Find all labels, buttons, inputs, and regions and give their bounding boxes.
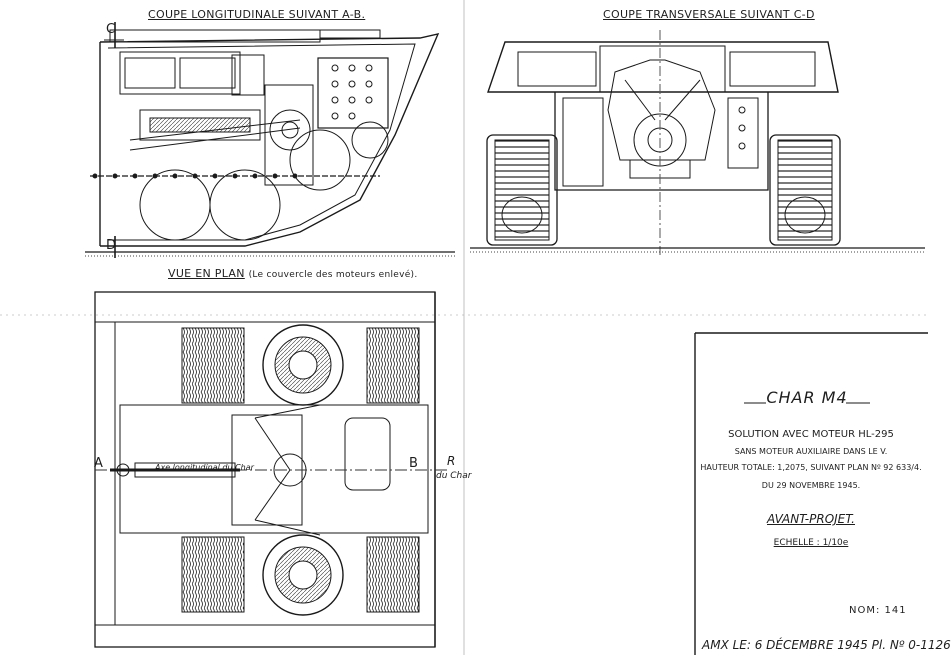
- marker-c: C: [106, 22, 116, 37]
- radiator-holes: [331, 64, 373, 120]
- scale-label: ECHELLE : 1/10e: [773, 538, 849, 548]
- marker-b: B: [409, 456, 418, 471]
- technical-drawing: [0, 0, 928, 655]
- title-line-1: SOLUTION AVEC MOTEUR HL-295: [728, 429, 894, 440]
- title-line-3: HAUTEUR TOTALE: 1,2075, SUIVANT PLAN Nº …: [700, 463, 922, 472]
- footer-label: AMX LE: 6 DÉCEMBRE 1945 Pl. Nº 0-1126: [702, 638, 951, 652]
- plan-view: [94, 291, 450, 648]
- fold-lines: [0, 0, 928, 655]
- longitudinal-section: [85, 22, 455, 258]
- title-block-frame: [694, 332, 928, 655]
- transverse-section-title: COUPE TRANSVERSALE SUIVANT C-D: [603, 8, 815, 21]
- title-line-2: SANS MOTEUR AUXILIAIRE DANS LE V.: [734, 447, 888, 456]
- marker-d: D: [106, 238, 117, 253]
- plan-note-text: (Le couvercle des moteurs enlevé).: [248, 270, 418, 280]
- plan-view-title: VUE EN PLAN (Le couvercle des moteurs en…: [168, 267, 418, 280]
- title-line-4: DU 29 NOVEMBRE 1945.: [761, 481, 861, 490]
- axis-note: Axe longitudinal du Char: [155, 463, 254, 472]
- tank-name: CHAR M4: [766, 388, 848, 407]
- status-label: AVANT-PROJET.: [766, 512, 855, 526]
- marker-a: A: [94, 456, 103, 471]
- transverse-section: [470, 30, 925, 255]
- nom-label: NOM: 141: [849, 605, 907, 616]
- plan-title-text: VUE EN PLAN: [168, 267, 245, 280]
- marker-r: R: [447, 454, 456, 468]
- longitudinal-section-title: COUPE LONGITUDINALE SUIVANT A-B.: [148, 8, 366, 21]
- du-char-label: du Char: [436, 471, 472, 481]
- bolts: [92, 173, 298, 179]
